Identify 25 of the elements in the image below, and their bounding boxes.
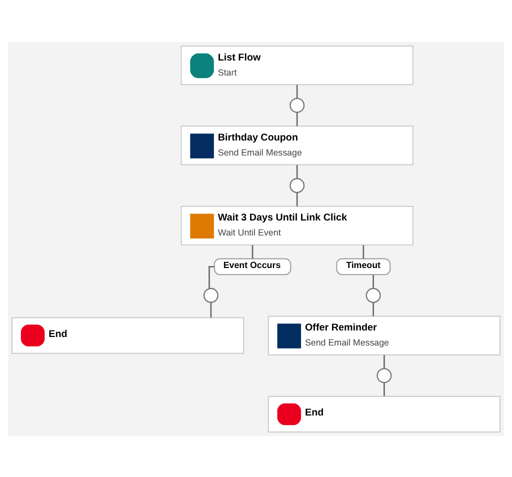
node-box: List Flow Start [180, 44, 414, 85]
node-circle [290, 97, 305, 112]
connector [210, 302, 212, 318]
connector [372, 302, 374, 316]
connector [372, 274, 374, 288]
connector [208, 266, 214, 288]
connector [252, 244, 254, 258]
connector [296, 84, 298, 98]
node-circle [376, 368, 392, 383]
node-box: End [268, 395, 501, 432]
connector [296, 164, 298, 178]
node-circle [203, 287, 218, 302]
node-box: Timeout [336, 258, 391, 275]
node-box: Offer Reminder Send Email Message [268, 315, 501, 355]
connector [296, 112, 298, 126]
connector [362, 244, 364, 258]
node-circle [290, 178, 305, 193]
node-box: End [11, 316, 244, 354]
connector [296, 192, 298, 206]
node-box: Event Occurs [214, 258, 292, 275]
node-box: Wait 3 Days Until Link Click Wait Until Event [180, 205, 414, 245]
node-circle [366, 287, 381, 302]
node-box: Birthday Coupon Send Email Message [180, 125, 414, 165]
connector [384, 354, 385, 368]
connector [384, 382, 385, 396]
